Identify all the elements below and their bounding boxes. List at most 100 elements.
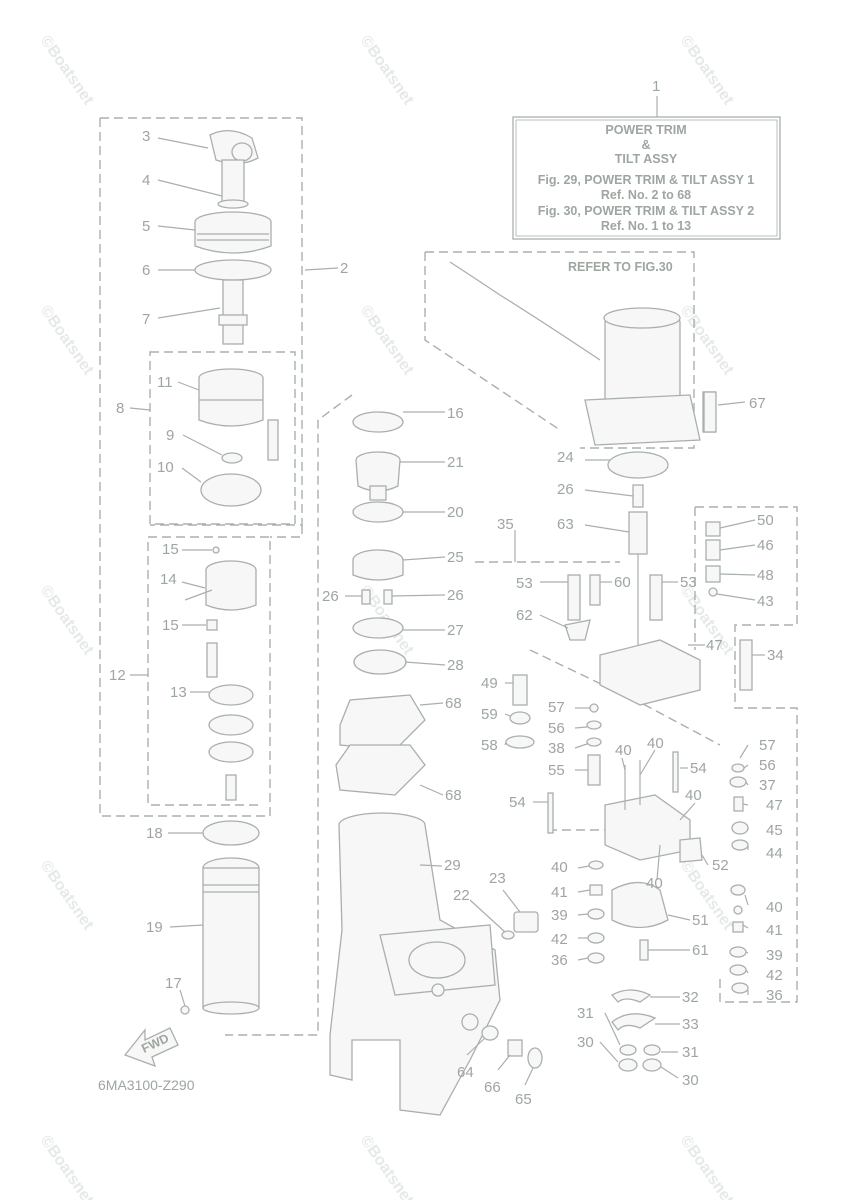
middle-column-parts	[329, 411, 501, 1116]
callout-15b: 15	[162, 617, 179, 634]
callout-12: 12	[109, 667, 126, 684]
callout-56a: 56	[548, 720, 565, 737]
callout-40f: 40	[766, 899, 783, 916]
title-box: POWER TRIM & TILT ASSY Fig. 29, POWER TR…	[512, 96, 781, 240]
callout-54a: 54	[690, 760, 707, 777]
callout-26c: 26	[557, 481, 574, 498]
callout-21: 21	[447, 454, 464, 471]
callout-40b: 40	[647, 735, 664, 752]
callout-15a: 15	[162, 541, 179, 558]
watermark: ©Boatsnet	[677, 33, 737, 109]
watermark: ©Boatsnet	[357, 303, 417, 379]
callout-25: 25	[447, 549, 464, 566]
callout-30a: 30	[577, 1034, 594, 1051]
watermark: ©Boatsnet	[677, 1133, 737, 1200]
callout-39b: 39	[766, 947, 783, 964]
callout-54b: 54	[509, 794, 526, 811]
callout-33: 33	[682, 1016, 699, 1033]
callout-26b: 26	[447, 587, 464, 604]
callout-3: 3	[142, 128, 150, 145]
callout-13: 13	[170, 684, 187, 701]
callout-61: 61	[692, 942, 709, 959]
watermark: ©Boatsnet	[677, 303, 737, 379]
callout-64: 64	[457, 1064, 474, 1081]
refer-note: REFER TO FIG.30	[568, 260, 673, 274]
callout-65: 65	[515, 1091, 532, 1108]
callout-6: 6	[142, 262, 150, 279]
callout-39a: 39	[551, 907, 568, 924]
callout-24: 24	[557, 449, 574, 466]
title-line-6: Fig. 30, POWER TRIM & TILT ASSY 2	[538, 204, 755, 218]
watermark: ©Boatsnet	[37, 33, 97, 109]
callout-50: 50	[757, 512, 774, 529]
title-line-2: &	[641, 138, 650, 152]
drawing-code: 6MA3100-Z290	[98, 1077, 195, 1093]
callout-22: 22	[453, 887, 470, 904]
callout-28: 28	[447, 657, 464, 674]
callout-5: 5	[142, 218, 150, 235]
callout-46: 46	[757, 537, 774, 554]
callout-45: 45	[766, 822, 783, 839]
callout-41b: 41	[766, 922, 783, 939]
title-line-5: Ref. No. 2 to 68	[601, 188, 691, 202]
watermark: ©Boatsnet	[37, 1133, 97, 1200]
callout-31a: 31	[577, 1005, 594, 1022]
callout-30b: 30	[682, 1072, 699, 1089]
callout-labels: 1 2 3 4 5 6 7 8 9 10 11 12 13 14 15 15 1…	[109, 78, 784, 1108]
callout-60: 60	[614, 574, 631, 591]
callout-32: 32	[682, 989, 699, 1006]
callout-57b: 57	[759, 737, 776, 754]
right-column-parts	[449, 261, 753, 1072]
callout-43: 43	[757, 593, 774, 610]
callout-19: 19	[146, 919, 163, 936]
watermark: ©Boatsnet	[357, 1133, 417, 1200]
callout-14: 14	[160, 571, 177, 588]
callout-38: 38	[548, 740, 565, 757]
callout-17: 17	[165, 975, 182, 992]
title-line-3: TILT ASSY	[615, 152, 678, 166]
title-line-1: POWER TRIM	[605, 123, 686, 137]
callout-51: 51	[692, 912, 709, 929]
callout-2: 2	[340, 260, 348, 277]
callout-56b: 56	[759, 757, 776, 774]
callout-49: 49	[481, 675, 498, 692]
callout-62: 62	[516, 607, 533, 624]
callout-48: 48	[757, 567, 774, 584]
left-column-parts	[180, 130, 279, 1015]
callout-35: 35	[497, 516, 514, 533]
callout-53a: 53	[516, 575, 533, 592]
callout-42b: 42	[766, 967, 783, 984]
callout-11: 11	[157, 374, 173, 391]
callout-41a: 41	[551, 884, 568, 901]
callout-4: 4	[142, 172, 150, 189]
callout-36b: 36	[766, 987, 783, 1004]
callout-26a: 26	[322, 588, 339, 605]
callout-68a: 68	[445, 695, 462, 712]
callout-66: 66	[484, 1079, 501, 1096]
callout-18: 18	[146, 825, 163, 842]
leader-lines	[129, 137, 765, 1086]
callout-68b: 68	[445, 787, 462, 804]
callout-58: 58	[481, 737, 498, 754]
callout-37: 37	[759, 777, 776, 794]
callout-1: 1	[652, 78, 660, 95]
callout-55: 55	[548, 762, 565, 779]
callout-23: 23	[489, 870, 506, 887]
watermark: ©Boatsnet	[37, 858, 97, 934]
callout-53b: 53	[680, 574, 697, 591]
callout-42a: 42	[551, 931, 568, 948]
callout-16: 16	[447, 405, 464, 422]
callout-8: 8	[116, 400, 124, 417]
fwd-arrow: FWD	[123, 1027, 179, 1068]
title-line-7: Ref. No. 1 to 13	[601, 219, 691, 233]
watermark: ©Boatsnet	[37, 583, 97, 659]
callout-9: 9	[166, 427, 174, 444]
group-outlines	[99, 117, 798, 1036]
callout-40d: 40	[551, 859, 568, 876]
callout-34: 34	[767, 647, 784, 664]
callout-57a: 57	[548, 699, 565, 716]
callout-36a: 36	[551, 952, 568, 969]
title-line-4: Fig. 29, POWER TRIM & TILT ASSY 1	[538, 173, 755, 187]
callout-29: 29	[444, 857, 461, 874]
